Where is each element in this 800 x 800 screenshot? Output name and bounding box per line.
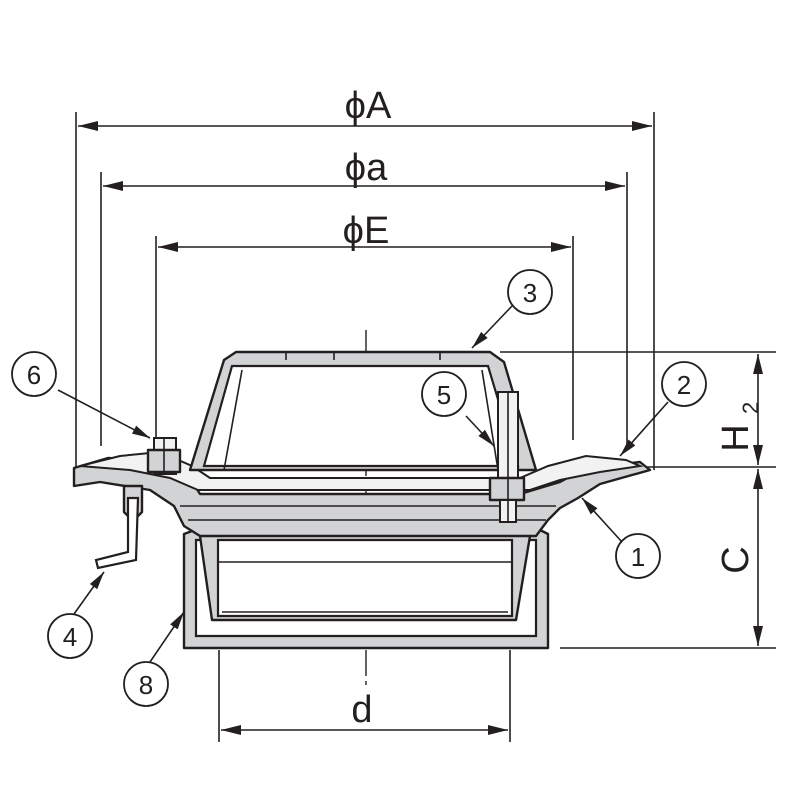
callout-6-label: 6 <box>27 360 41 390</box>
callout-4-label: 4 <box>63 622 77 652</box>
label-phi-a: ϕa <box>345 147 388 189</box>
dimension-H2: H 2 <box>715 354 763 465</box>
callout-4: 4 <box>47 613 93 659</box>
callout-8-label: 8 <box>139 670 153 700</box>
label-H-subscript: 2 <box>738 402 763 414</box>
dimension-C: C <box>715 469 763 646</box>
dimension-phi-E: ϕE <box>158 210 571 252</box>
callout-1-label: 1 <box>631 542 645 572</box>
callout-5-label: 5 <box>437 380 451 410</box>
callout-2-label: 2 <box>677 370 691 400</box>
dimension-phi-A: ϕA <box>78 85 652 131</box>
drain-body <box>72 350 652 650</box>
extension-lines <box>75 112 776 742</box>
callout-3: 3 <box>507 269 553 315</box>
label-phi-A: ϕA <box>345 85 392 127</box>
label-H: H <box>715 424 757 451</box>
leader-lines <box>57 305 669 663</box>
dimension-phi-a: ϕa <box>103 147 625 191</box>
callout-1: 1 <box>615 533 661 579</box>
callout-5: 5 <box>421 371 467 417</box>
callout-3-label: 3 <box>523 278 537 308</box>
label-phi-E: ϕE <box>343 210 390 252</box>
label-C: C <box>715 546 757 573</box>
callout-8: 8 <box>123 661 169 707</box>
label-d: d <box>351 689 372 731</box>
callout-2: 2 <box>661 361 707 407</box>
dimension-d: d <box>221 689 508 735</box>
callout-6: 6 <box>11 351 57 397</box>
